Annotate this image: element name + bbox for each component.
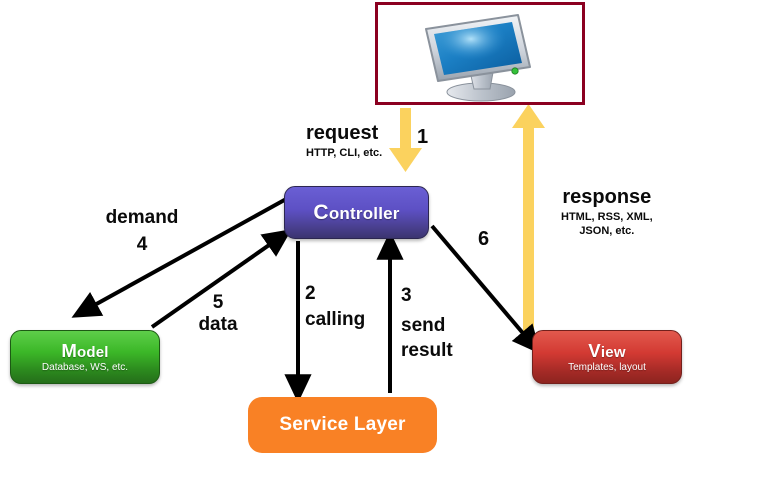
node-model[interactable]: Model Database, WS, etc.: [10, 330, 160, 384]
send-result-line2: result: [401, 340, 453, 362]
response-text: response: [562, 186, 652, 208]
label-step-6: 6: [478, 228, 490, 250]
view-label: iew: [600, 343, 626, 361]
response-subtext-line2: JSON, etc.: [579, 224, 635, 237]
label-send-result: 3 send result: [401, 283, 453, 364]
node-service-layer[interactable]: Service Layer: [248, 397, 437, 453]
send-result-line1: send: [401, 314, 446, 336]
label-step-1: 1: [417, 126, 429, 148]
label-step-5: 5: [212, 292, 224, 313]
calling-text: calling: [305, 309, 366, 330]
model-title: Model: [61, 339, 109, 362]
label-step-4: 4: [136, 234, 148, 255]
label-request: request HTTP, CLI, etc.: [306, 122, 382, 159]
label-calling: 2 calling: [305, 283, 365, 331]
view-initial: V: [588, 339, 601, 361]
demand-text: demand: [105, 207, 179, 228]
response-subtext-line1: HTML, RSS, XML,: [561, 211, 653, 223]
request-subtext: HTTP, CLI, etc.: [306, 147, 383, 159]
client-box: [375, 2, 585, 105]
node-view[interactable]: View Templates, layout: [532, 330, 682, 384]
label-data: 5 data: [183, 292, 253, 336]
controller-title: Controller: [313, 201, 399, 225]
arrow-response-yellow: [512, 104, 545, 340]
label-step-3: 3: [401, 285, 412, 306]
view-title: View: [588, 339, 626, 362]
label-demand: demand 4: [97, 207, 187, 256]
node-controller[interactable]: Controller: [284, 186, 429, 239]
view-subtitle: Templates, layout: [568, 362, 646, 374]
controller-label: ontroller: [328, 203, 400, 223]
label-step-2: 2: [305, 283, 316, 304]
controller-initial: C: [313, 200, 329, 224]
model-label: odel: [77, 343, 109, 361]
request-text: request: [306, 122, 379, 144]
label-response: response HTML, RSS, XML, JSON, etc.: [561, 186, 653, 239]
service-layer-label: Service Layer: [279, 414, 406, 436]
computer-monitor-icon: [425, 14, 531, 102]
model-initial: M: [61, 339, 78, 361]
data-text: data: [198, 314, 238, 335]
model-subtitle: Database, WS, etc.: [41, 362, 129, 374]
